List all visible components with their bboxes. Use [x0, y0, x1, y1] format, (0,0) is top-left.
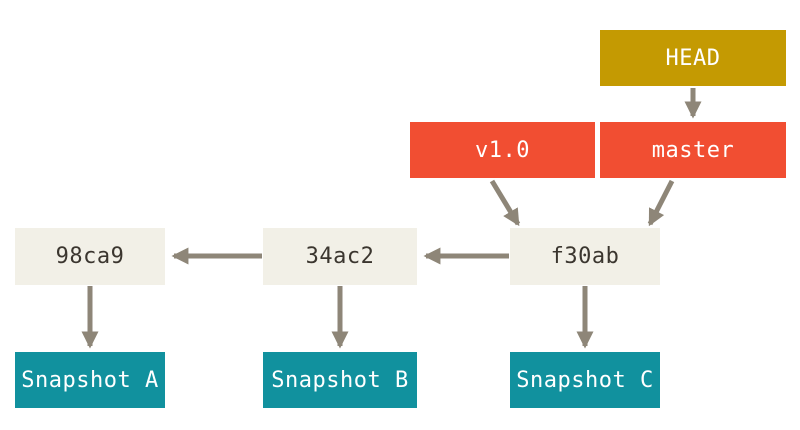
arrow-master-to-commit-f30ab — [647, 179, 675, 227]
head-pointer-node: HEAD — [600, 30, 786, 86]
snapshot-b-node: Snapshot B — [263, 352, 417, 408]
commit-label: 34ac2 — [305, 244, 375, 269]
commit-node-98ca9: 98ca9 — [15, 228, 165, 285]
head-pointer-label: HEAD — [665, 45, 721, 71]
branch-master-label: master — [651, 137, 735, 163]
tag-v1-node: v1.0 — [410, 122, 595, 178]
snapshot-label: Snapshot A — [21, 367, 159, 393]
snapshot-c-node: Snapshot C — [510, 352, 660, 408]
tag-v1-label: v1.0 — [475, 137, 530, 163]
commit-node-f30ab: f30ab — [510, 228, 660, 285]
arrow-tag-to-commit-f30ab — [489, 179, 521, 227]
commit-node-34ac2: 34ac2 — [263, 228, 417, 285]
snapshot-label: Snapshot B — [271, 367, 409, 393]
snapshot-a-node: Snapshot A — [15, 352, 165, 408]
commit-label: 98ca9 — [55, 244, 125, 269]
branch-master-node: master — [600, 122, 786, 178]
commit-label: f30ab — [550, 244, 620, 269]
snapshot-label: Snapshot C — [516, 367, 654, 393]
